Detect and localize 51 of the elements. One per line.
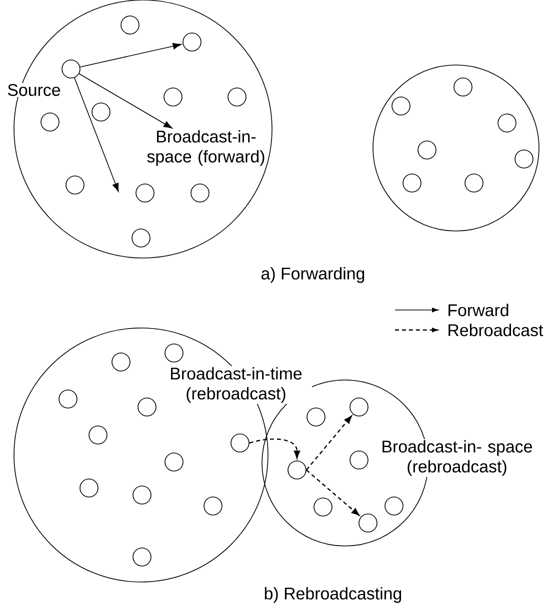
node-circle — [384, 496, 404, 516]
node-circle — [88, 426, 108, 444]
node-circle — [454, 78, 472, 96]
node-circle — [228, 88, 246, 106]
caption: b) Rebroadcasting — [264, 587, 402, 603]
node-circle — [40, 112, 60, 132]
arrow — [80, 42, 182, 68]
node-circle — [182, 32, 202, 52]
node-circle — [190, 184, 210, 202]
node-circle — [120, 16, 140, 34]
node-circle — [392, 96, 410, 116]
node-circle — [62, 60, 80, 78]
node-circle — [418, 140, 436, 160]
node-circle — [92, 102, 110, 122]
node-circle — [112, 352, 130, 372]
node-circle — [402, 174, 422, 192]
node-circle — [306, 408, 326, 426]
node-circle — [350, 398, 368, 416]
node-circle — [164, 452, 184, 472]
node-circle — [164, 88, 182, 106]
node-circle — [288, 460, 306, 480]
arrow — [78, 73, 172, 128]
arrow — [249, 438, 300, 459]
legend-label: Forward — [448, 304, 508, 316]
node-circle — [464, 174, 484, 192]
node-circle — [132, 228, 150, 248]
node-circle — [164, 344, 184, 362]
node-circle — [58, 390, 78, 408]
arrow — [74, 77, 119, 192]
node-circle — [204, 496, 222, 516]
node-circle — [66, 176, 84, 194]
node-circle — [138, 398, 156, 416]
node-circle — [514, 150, 534, 168]
node-circle — [350, 450, 368, 470]
node-circle — [80, 478, 98, 498]
node-label: Source — [6, 83, 62, 97]
annotation-text: Broadcast-in- space (forward) — [147, 130, 264, 166]
arrow — [306, 470, 360, 516]
node-circle — [132, 486, 152, 504]
legend-label: Rebroadcast — [448, 324, 544, 336]
annotation-text: Broadcast-in-time (rebroadcast) — [160, 366, 312, 404]
node-circle — [498, 114, 516, 132]
arrow — [306, 416, 352, 470]
annotation-text: Broadcast-in- space (rebroadcast) — [371, 439, 543, 477]
large-circle — [372, 64, 540, 232]
node-circle — [136, 184, 154, 202]
caption: a) Forwarding — [261, 267, 364, 283]
node-circle — [358, 514, 378, 532]
node-circle — [132, 548, 152, 566]
node-circle — [314, 498, 332, 516]
node-circle — [230, 434, 250, 452]
